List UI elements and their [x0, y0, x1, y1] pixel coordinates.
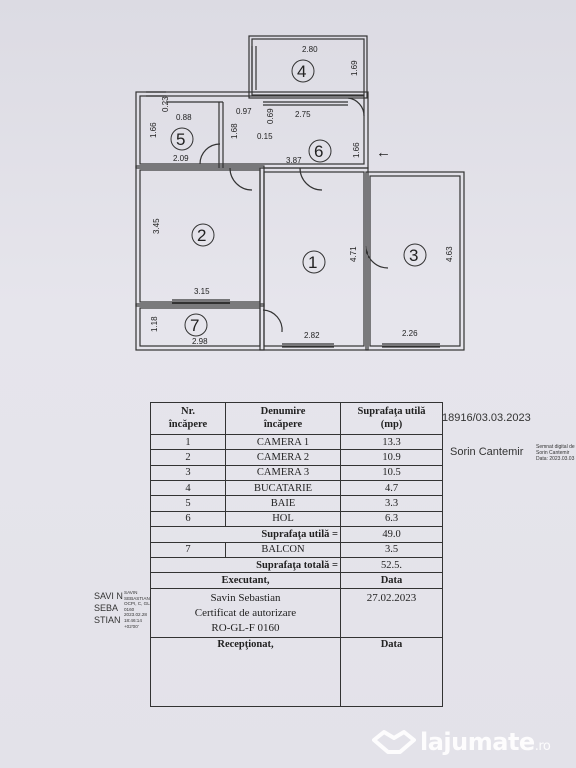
dim-label: 1.68	[230, 123, 239, 139]
room-4-number: 4	[297, 62, 306, 81]
header-nr: Nr.încăpere	[150, 402, 226, 435]
total-area-value: 52.5.	[340, 556, 443, 574]
dim-label: 4.71	[349, 246, 358, 262]
dim-label: 0.97	[236, 107, 252, 116]
executant-details: Savin Sebastian Certificat de autorizare…	[150, 587, 341, 639]
header-area: Suprafaţa utilă(mp)	[340, 402, 443, 435]
digital-signature-name: Sorin Cantemir	[450, 446, 524, 458]
savin-signature-name: SAVI N SEBA STIAN	[94, 591, 123, 625]
upper-walls	[135, 91, 369, 169]
dim-label: 0.15	[257, 132, 273, 141]
room-3-number: 3	[409, 246, 418, 265]
digital-signature-details: Semnat digital de Sorin Cantemir Data: 2…	[536, 444, 575, 462]
dim-label: 2.26	[402, 329, 418, 338]
dim-label: 0.69	[266, 108, 275, 124]
dim-label: 1.66	[149, 122, 158, 138]
savin-signature-details: SAVIN SEBASTIAN OCPI, C, GL, 0160 2023.0…	[124, 590, 152, 629]
dim-label: 1.66	[352, 142, 361, 158]
executant-date: 27.02.2023	[340, 587, 443, 639]
handshake-icon	[372, 730, 416, 754]
room-3-walls	[365, 171, 465, 351]
room-1-walls	[259, 167, 369, 351]
floor-plan: ← 4 5 6 2 1 3 7 2.80 1.69 0.23 0.88 0.97…	[135, 35, 465, 351]
receptionat-label: Recepţionat,	[150, 637, 341, 707]
total-area-label: Suprafaţa totală =	[150, 556, 341, 574]
room-5-number: 5	[176, 130, 185, 149]
watermark-text: lajumate.ro	[420, 728, 551, 756]
room-7-walls	[135, 303, 265, 351]
room-4-walls	[248, 35, 368, 99]
dim-label: 4.63	[445, 246, 454, 262]
stamp-number: 18916/03.03.2023	[442, 412, 531, 424]
room-6-number: 6	[314, 142, 323, 161]
dim-label: 2.82	[304, 331, 320, 340]
useful-area-value: 49.0	[340, 526, 443, 543]
dim-label: 3.87	[286, 156, 302, 165]
executant-header-row: Executant, Data	[150, 572, 443, 589]
dim-label: 1.69	[350, 60, 359, 76]
useful-area-row: Suprafaţa utilă = 49.0	[150, 526, 443, 543]
dim-label: 3.15	[194, 287, 210, 296]
receptionat-row: Recepţionat, Data	[150, 637, 443, 707]
room-1-number: 1	[308, 253, 317, 272]
dim-label: 2.09	[173, 154, 189, 163]
room-7-number: 7	[190, 316, 199, 335]
dim-label: 0.88	[176, 113, 192, 122]
executant-row: Savin Sebastian Certificat de autorizare…	[150, 587, 443, 639]
receptionat-date-label: Data	[340, 637, 443, 707]
dim-label: 0.23	[161, 96, 170, 112]
room-2-number: 2	[197, 226, 206, 245]
watermark: lajumate.ro	[372, 726, 572, 756]
dim-label: 3.45	[152, 218, 161, 234]
useful-area-label: Suprafaţa utilă =	[150, 526, 341, 543]
dim-label: 2.80	[302, 45, 318, 54]
executant-label: Executant,	[150, 572, 341, 589]
dim-label: 2.75	[295, 110, 311, 119]
entry-arrow: ←	[376, 144, 391, 161]
dim-label: 2.98	[192, 337, 208, 346]
data-label: Data	[340, 572, 443, 589]
total-area-row: Suprafaţa totală = 52.5.	[150, 556, 443, 574]
dim-label: 1.18	[150, 316, 159, 332]
